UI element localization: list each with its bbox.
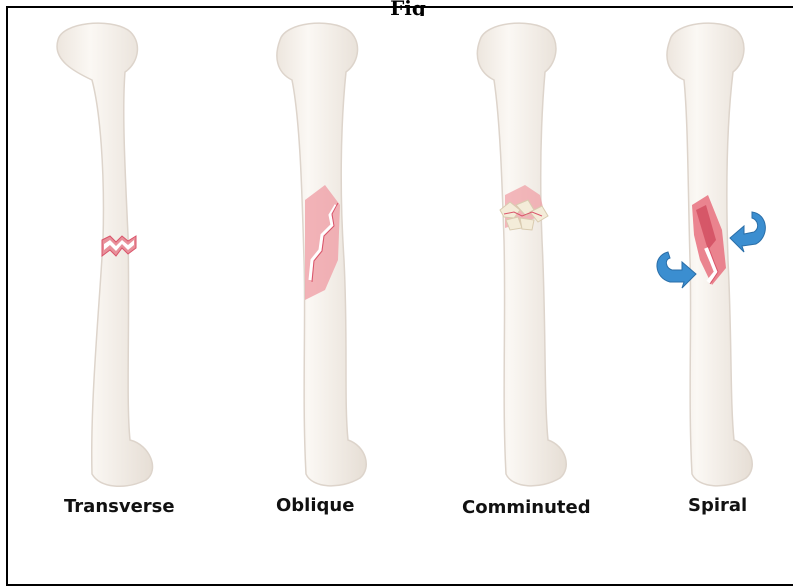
bone-comminuted xyxy=(477,23,566,486)
label-oblique: Oblique xyxy=(276,495,354,516)
bone-transverse xyxy=(57,23,153,486)
label-spiral: Spiral xyxy=(688,495,747,516)
rotation-arrow-right-icon xyxy=(730,212,765,252)
label-comminuted: Comminuted xyxy=(462,497,591,518)
bone-shape xyxy=(57,23,153,486)
bone-shape xyxy=(477,23,566,486)
bone-fractures-illustration xyxy=(0,0,793,574)
bone-oblique xyxy=(277,23,366,486)
label-transverse: Transverse xyxy=(64,496,175,517)
bone-spiral xyxy=(657,23,765,486)
